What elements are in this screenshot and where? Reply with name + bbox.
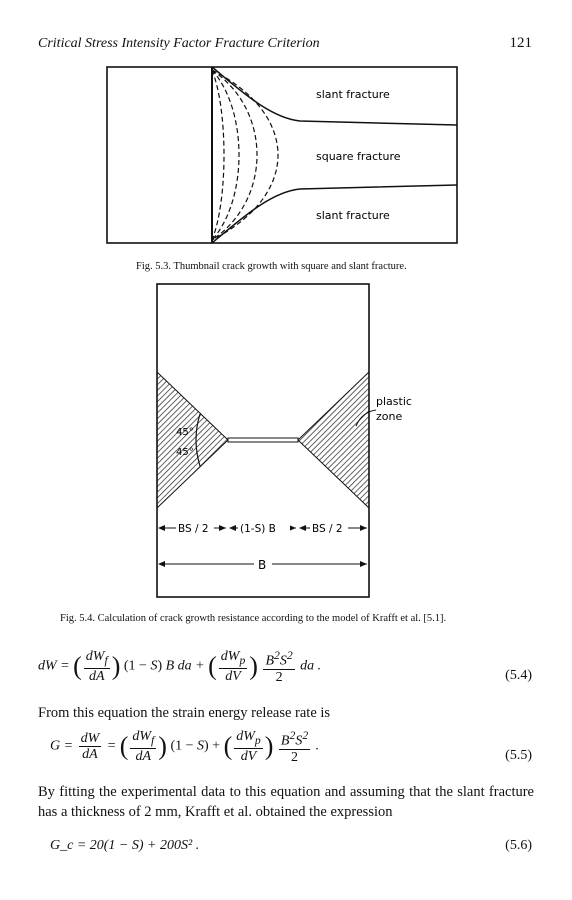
crack-front-dashed-2 (211, 69, 240, 241)
plastic-zone-left (156, 370, 229, 510)
plastic-zone-right (297, 370, 370, 510)
angle-lower-label: 45° (176, 447, 194, 458)
equation-5-4-number: (5.4) (505, 668, 532, 683)
equation-5-6: G_c = 20(1 − S) + 200S² . (50, 838, 200, 853)
plastic-zone-label-2: zone (376, 410, 402, 423)
figure-5-3-caption: Fig. 5.3. Thumbnail crack growth with sq… (136, 261, 407, 272)
crack-front-dashed-3 (211, 69, 258, 241)
figure-5-3-diagram: slant fracture square fracture slant fra… (106, 66, 458, 244)
crack-front-dashed-1 (211, 69, 225, 241)
label-slant-top: slant fracture (316, 88, 390, 101)
figure-5-4-caption: Fig. 5.4. Calculation of crack growth re… (60, 613, 447, 624)
figure-5-4-diagram: 45° 45° plastic zone BS / 2 (1-S) B BS /… (156, 283, 412, 598)
equation-5-6-number: (5.6) (505, 838, 532, 853)
specimen-outline (106, 66, 458, 244)
paragraph-1: From this equation the strain energy rel… (38, 705, 331, 721)
plastic-zone-label-1: plastic (376, 395, 412, 408)
lower-slant-curve (211, 184, 458, 244)
equation-5-5-number: (5.5) (505, 748, 532, 763)
dim-middle-label: (1-S) B (240, 523, 276, 535)
paragraph-2: By fitting the experimental data to this… (38, 784, 534, 820)
crack-front-dashed-4 (211, 69, 279, 241)
plastic-zone-leader (355, 409, 377, 427)
running-title: Critical Stress Intensity Factor Fractur… (38, 36, 320, 51)
dim-right-label: BS / 2 (312, 523, 343, 535)
crack-slit (227, 437, 299, 443)
dim-left-label: BS / 2 (178, 523, 209, 535)
label-square: square fracture (316, 150, 401, 163)
page-number: 121 (509, 35, 533, 51)
angle-arc (195, 413, 201, 467)
label-slant-bottom: slant fracture (316, 209, 390, 222)
angle-upper-label: 45° (176, 427, 194, 438)
dim-total-label: B (258, 558, 266, 572)
